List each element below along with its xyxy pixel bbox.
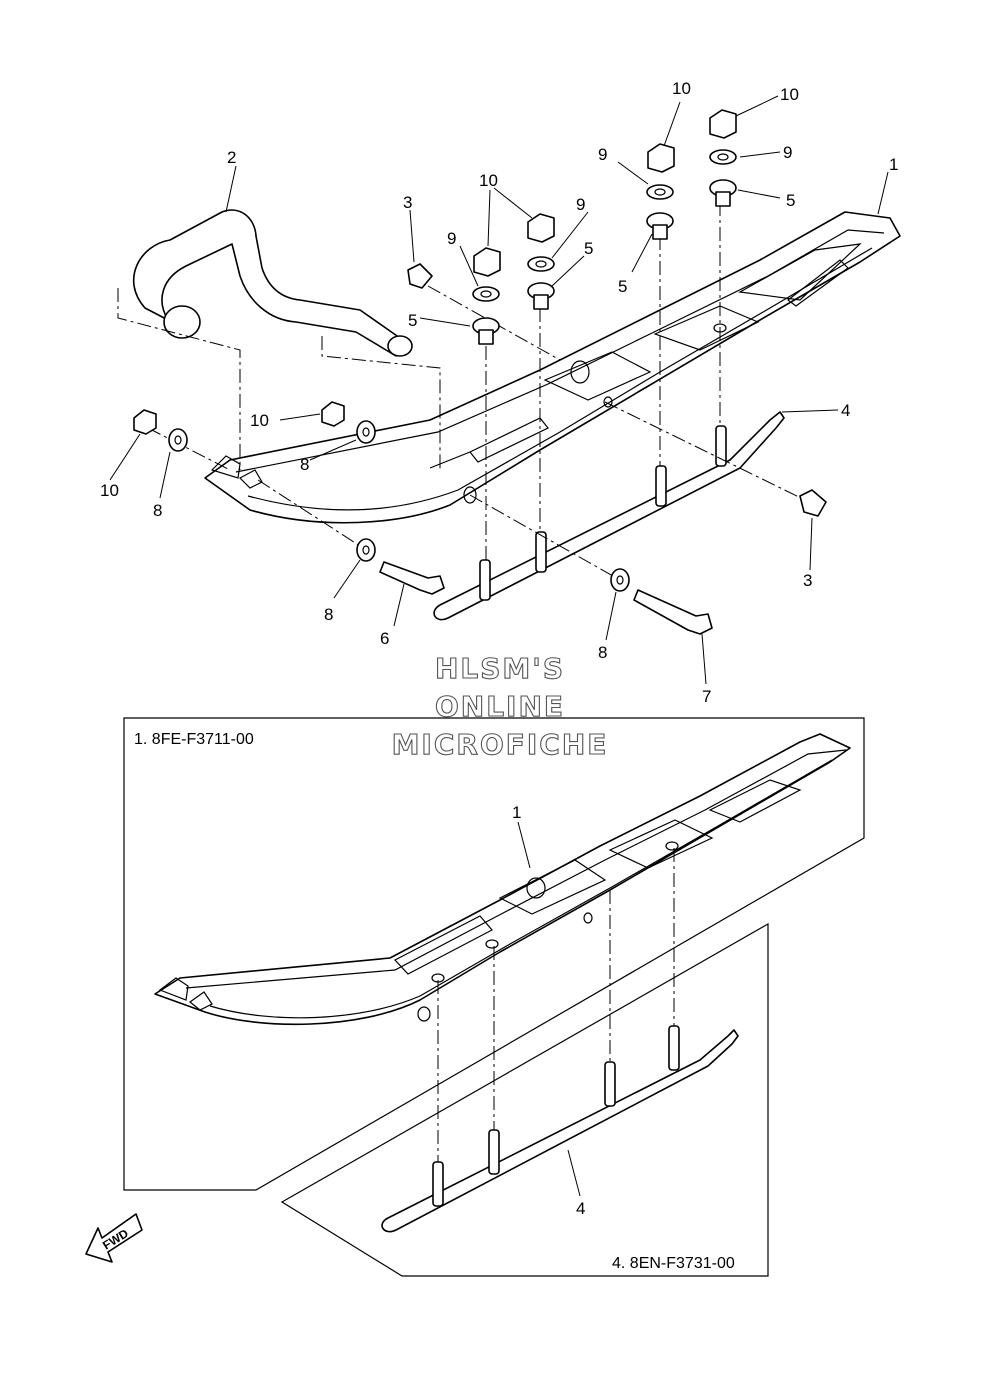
assembly-lines [117,202,806,581]
callout-7: 7 [702,687,711,706]
callout-8: 8 [153,501,162,520]
callout-10: 10 [672,79,691,98]
callout-4: 4 [841,401,850,420]
exploded-view: 1 2 3 3 4 5 5 5 5 6 7 8 8 8 8 9 9 9 9 10… [100,79,901,706]
fwd-arrow-icon: FWD [85,1213,143,1263]
callout-6: 6 [380,629,389,648]
callout-1-inset: 1 [512,803,521,822]
watermark-line-3: MICROFICHE [392,728,609,761]
callout-3: 3 [803,571,812,590]
callout-2: 2 [227,148,236,167]
callout-10: 10 [250,411,269,430]
callout-3: 3 [403,193,412,212]
callout-5: 5 [408,311,417,330]
callout-9: 9 [783,143,792,162]
ski-part [204,211,901,524]
watermark: HLSM'S ONLINE MICROFICHE [391,651,609,761]
callout-10: 10 [780,85,799,104]
inset-runner-box: 4 4. 8EN-F3731-00 [280,848,769,1277]
runner-part [433,411,785,621]
callout-9: 9 [447,229,456,248]
callout-5: 5 [584,239,593,258]
callout-5: 5 [786,191,795,210]
callout-8: 8 [300,455,309,474]
leader-lines [109,95,889,685]
callout-4-inset: 4 [576,1199,585,1218]
callout-9: 9 [576,195,585,214]
callout-9: 9 [598,145,607,164]
part-number-ski: 1. 8FE-F3711-00 [134,731,254,748]
hardware [133,109,827,635]
handle-part [133,209,413,357]
callout-8: 8 [598,643,607,662]
watermark-line-1: HLSM'S [435,652,565,685]
callout-8: 8 [324,605,333,624]
part-number-runner: 4. 8EN-F3731-00 [612,1255,735,1272]
callout-10: 10 [479,171,498,190]
inset-ski-box: 1. 8FE-F3711-00 1 [123,717,865,1191]
callout-10: 10 [100,481,119,500]
callout-1: 1 [889,155,898,174]
callouts: 1 2 3 3 4 5 5 5 5 6 7 8 8 8 8 9 9 9 9 10… [100,79,898,706]
callout-5: 5 [618,277,627,296]
